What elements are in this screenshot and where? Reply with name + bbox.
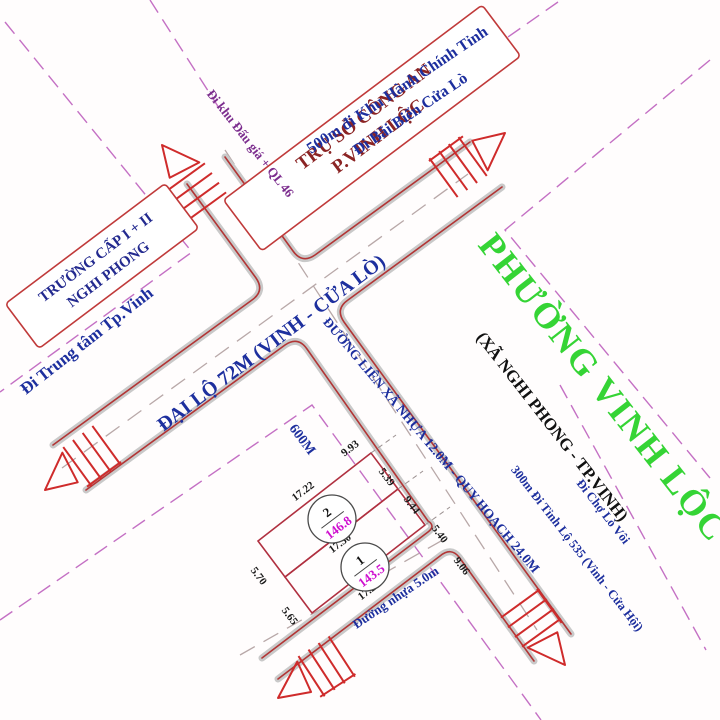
parcel-measurements: 9.93 5.39 9.44 5.40 9.06 17.22 17.30 17.… [248, 438, 472, 628]
parcel-1-circle [340, 542, 390, 592]
boundary-line-northeast [504, 59, 711, 479]
boundary-line-southeast [559, 384, 707, 651]
boundary-line-top-center [149, 0, 220, 109]
boundary-line-northwest [0, 21, 194, 393]
measurement-570: 5.70 [248, 565, 269, 588]
arrow-main-west [29, 423, 124, 511]
service-road-edge-se [277, 550, 535, 680]
parcel-block [256, 434, 451, 615]
parcel-2-badge[interactable]: 2 146.8 [307, 494, 357, 544]
arrow-main-east [426, 112, 521, 200]
region-subname: (XÃ NGHI PHONG - TP.VINH) [473, 328, 632, 525]
measurement-1722: 17.22 [290, 479, 317, 504]
intersection-edge-north [224, 141, 471, 260]
main-road-edge-nw [52, 183, 261, 446]
measurement-993: 9.93 [339, 438, 362, 459]
parcel-2-circle [307, 494, 357, 544]
boundary-line-600m [0, 404, 542, 720]
parcel-1-badge[interactable]: 1 143.5 [340, 542, 390, 592]
intersection-edge-south [85, 340, 433, 659]
intersection-edge-east [339, 186, 572, 635]
main-road-centerline [61, 173, 469, 469]
road-edges [49, 138, 575, 683]
annotation-600m: 600M [286, 422, 319, 458]
measurement-565: 5.65 [279, 605, 300, 628]
